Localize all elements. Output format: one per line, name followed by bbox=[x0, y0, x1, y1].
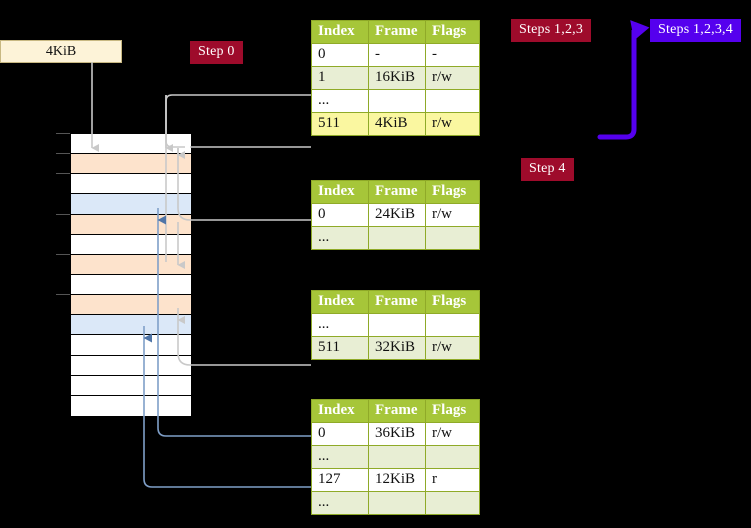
table-cell: r/w bbox=[425, 112, 480, 136]
table-cell: ... bbox=[311, 491, 369, 515]
table-cell: 511 bbox=[311, 112, 369, 136]
table-cell bbox=[425, 89, 480, 113]
memory-frame-row bbox=[71, 335, 191, 356]
column-header-flags: Flags bbox=[425, 180, 480, 204]
table-cell bbox=[368, 313, 426, 337]
badge-steps-1-2-3-4: Steps 1,2,3,4 bbox=[650, 19, 741, 42]
table-row: ... bbox=[311, 491, 480, 515]
memory-frame-row bbox=[71, 375, 191, 396]
physical-memory-column bbox=[70, 133, 191, 416]
column-header-index: Index bbox=[311, 20, 369, 44]
table-cell: 12KiB bbox=[368, 468, 426, 492]
column-header-index: Index bbox=[311, 399, 369, 423]
table-cell: 24KiB bbox=[368, 203, 426, 227]
table-cell bbox=[368, 445, 426, 469]
column-header-flags: Flags bbox=[425, 290, 480, 314]
table-cell: r/w bbox=[425, 66, 480, 90]
table-cell: 36KiB bbox=[368, 422, 426, 446]
memory-frame-row bbox=[71, 214, 191, 235]
table-cell: 511 bbox=[311, 336, 369, 360]
table-cell: 0 bbox=[311, 43, 369, 67]
memory-tick bbox=[56, 173, 70, 175]
column-header-frame: Frame bbox=[368, 290, 426, 314]
table-cell: ... bbox=[311, 226, 369, 250]
table-cell: 32KiB bbox=[368, 336, 426, 360]
table-cell: r/w bbox=[425, 203, 480, 227]
table-cell: 0 bbox=[311, 203, 369, 227]
table-cell: ... bbox=[311, 89, 369, 113]
table-cell bbox=[368, 491, 426, 515]
column-header-frame: Frame bbox=[368, 20, 426, 44]
memory-frame-row bbox=[71, 174, 191, 195]
memory-frame-row bbox=[71, 315, 191, 336]
table-cell: r bbox=[425, 468, 480, 492]
column-header-frame: Frame bbox=[368, 180, 426, 204]
memory-tick bbox=[56, 133, 70, 134]
table-cell bbox=[425, 226, 480, 250]
table-cell bbox=[425, 313, 480, 337]
table-cell: 1 bbox=[311, 66, 369, 90]
memory-frame-row bbox=[71, 295, 191, 316]
badge-steps-1-2-3: Steps 1,2,3 bbox=[511, 19, 592, 42]
bracket-steps-path bbox=[597, 35, 637, 140]
table-cell: 0 bbox=[311, 422, 369, 446]
table-row: ... bbox=[311, 313, 480, 337]
table-row: ... bbox=[311, 445, 480, 469]
table-cell: r/w bbox=[425, 422, 480, 446]
table-cell: ... bbox=[311, 313, 369, 337]
memory-frame-row bbox=[71, 275, 191, 296]
table-cell: ... bbox=[311, 445, 369, 469]
table-cell: r/w bbox=[425, 336, 480, 360]
page-4kib-box: 4KiB bbox=[0, 40, 122, 63]
table-cell bbox=[425, 445, 480, 469]
table-cell: 127 bbox=[311, 468, 369, 492]
table-cell bbox=[425, 491, 480, 515]
table-cell: 4KiB bbox=[368, 112, 426, 136]
memory-tick bbox=[56, 213, 70, 215]
table-cell bbox=[368, 226, 426, 250]
column-header-index: Index bbox=[311, 180, 369, 204]
badge-step-4: Step 4 bbox=[521, 158, 574, 181]
memory-frame-row bbox=[71, 254, 191, 275]
memory-frame-row bbox=[71, 395, 191, 416]
memory-tick bbox=[56, 253, 70, 255]
table-cell: - bbox=[425, 43, 480, 67]
table-row: 0-- bbox=[311, 43, 480, 67]
memory-frame-row bbox=[71, 194, 191, 215]
memory-frame-row bbox=[71, 234, 191, 255]
memory-tick bbox=[56, 153, 70, 155]
bracket-steps-arrowhead bbox=[630, 20, 650, 41]
memory-tick bbox=[56, 294, 70, 296]
table-cell: - bbox=[368, 43, 426, 67]
badge-step-0: Step 0 bbox=[190, 41, 243, 64]
column-header-flags: Flags bbox=[425, 20, 480, 44]
column-header-flags: Flags bbox=[425, 399, 480, 423]
table-row: ... bbox=[311, 226, 480, 250]
memory-frame-row bbox=[71, 134, 191, 155]
table-cell bbox=[368, 89, 426, 113]
memory-frame-row bbox=[71, 355, 191, 376]
table-row: ... bbox=[311, 89, 480, 113]
memory-frame-row bbox=[71, 154, 191, 175]
column-header-frame: Frame bbox=[368, 399, 426, 423]
column-header-index: Index bbox=[311, 290, 369, 314]
table-cell: 16KiB bbox=[368, 66, 426, 90]
